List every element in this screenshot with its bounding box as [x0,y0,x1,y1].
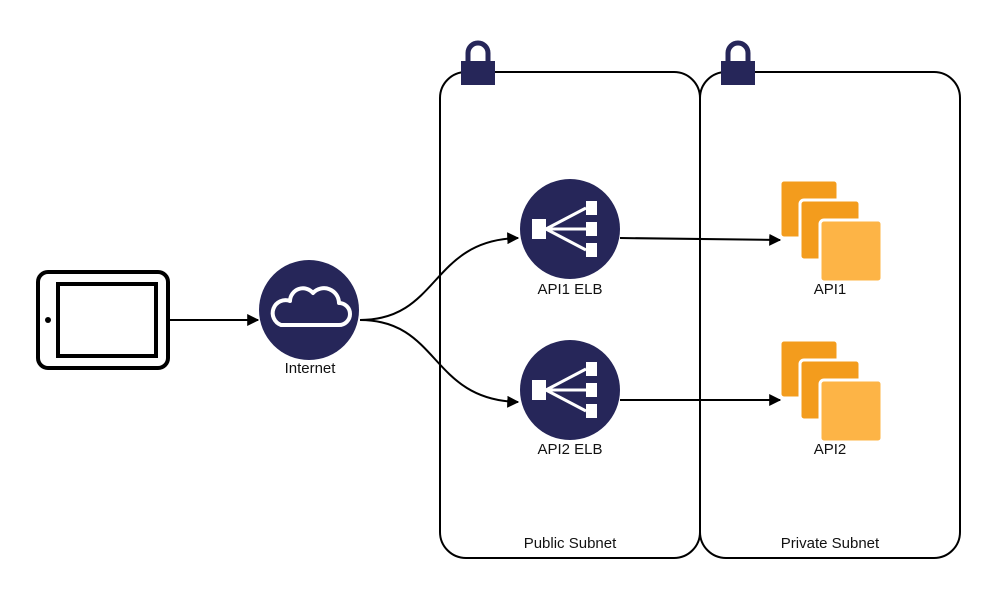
api2-elb-node: API2 ELB [520,340,620,458]
api2-node: API2 [778,338,884,458]
public-subnet-label: Public Subnet [524,535,617,552]
connector-internet-api1-elb [359,232,520,321]
connector-internet-api2-elb [359,319,520,408]
load-balancer-icon [532,201,597,257]
instances-icon [778,338,884,444]
cloud-icon [270,286,352,327]
connectors [168,232,782,408]
api2-elb-label: API2 ELB [537,441,602,458]
api2-label: API2 [814,441,847,458]
instances-icon [778,178,884,284]
lock-icon [461,40,495,85]
api1-elb-node: API1 ELB [520,179,620,298]
private-subnet-label: Private Subnet [781,535,880,552]
private-subnet: Private Subnet [699,71,961,559]
connector-api1-elb-api1 [619,233,782,246]
public-subnet: Public Subnet [439,71,701,559]
internet-node: Internet [259,260,359,377]
lock-icon [721,40,755,85]
load-balancer-icon [532,362,597,418]
api1-elb-label: API1 ELB [537,281,602,298]
internet-label: Internet [285,360,337,377]
api1-node: API1 [778,178,884,298]
api1-label: API1 [814,281,847,298]
tablet-icon [36,270,170,370]
